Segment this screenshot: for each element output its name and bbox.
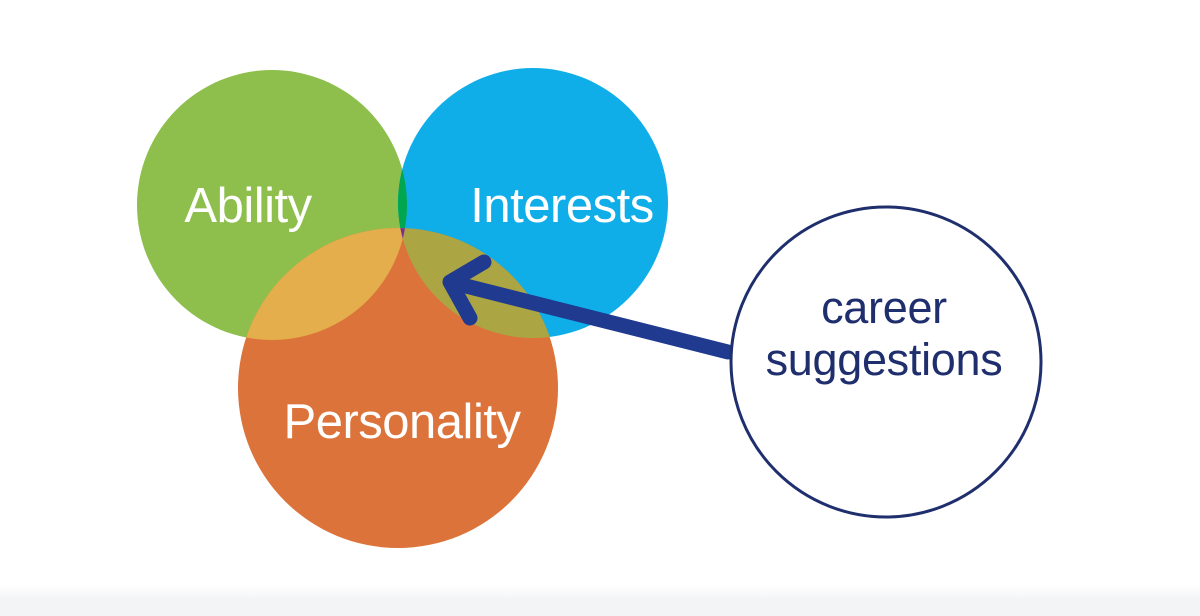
arrow-head-icon <box>442 254 492 326</box>
personality-label: Personality <box>284 395 522 449</box>
career-label-line1: career <box>821 282 947 333</box>
interests-personality-overlap <box>398 228 558 338</box>
interests-label: Interests <box>470 179 653 233</box>
arrow-shaft <box>454 277 736 360</box>
career-label-line2: suggestions <box>766 334 1003 385</box>
ability-label: Ability <box>184 179 312 233</box>
career-suggestions-circle <box>729 205 1043 519</box>
ability-personality-overlap <box>238 228 407 340</box>
